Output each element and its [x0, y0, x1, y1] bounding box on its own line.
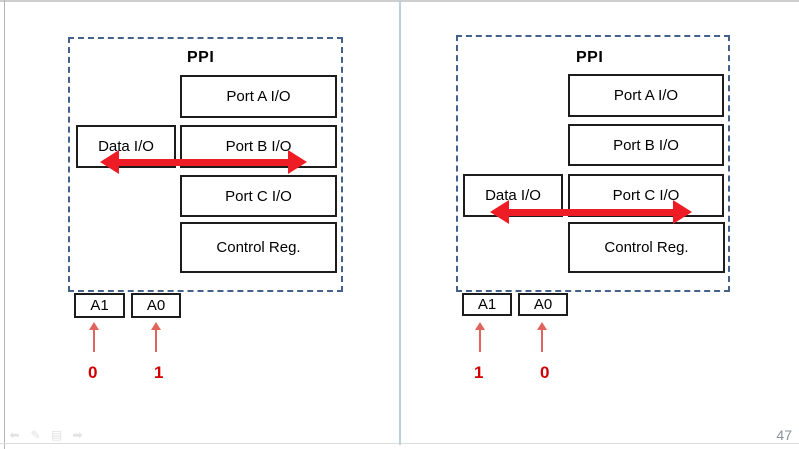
arrow-left-head [100, 150, 119, 174]
presenter-toolbar: ⬅ ✎ ▤ ➡ [8, 429, 84, 442]
arrow-tip [537, 322, 547, 330]
address-box-a1: A1 [74, 293, 125, 318]
window-left-border [4, 0, 5, 449]
control-reg-box: Control Reg. [568, 222, 725, 273]
data-transfer-arrow [100, 150, 307, 174]
arrow-right-head [673, 200, 692, 224]
arrow-stem [155, 330, 157, 352]
a1-input-arrow [475, 322, 485, 352]
previous-slide-icon[interactable]: ⬅ [9, 428, 20, 442]
slide-divider-line [399, 0, 401, 445]
arrow-left-head [490, 200, 509, 224]
address-box-a0: A0 [518, 293, 568, 316]
data-transfer-arrow [490, 200, 692, 224]
arrow-stem [479, 330, 481, 352]
a1-input-arrow [89, 322, 99, 352]
a1-bit-value: 1 [474, 363, 484, 382]
ppi-boundary-box [68, 37, 343, 292]
arrow-tip [151, 322, 161, 330]
slide-page-number: 47 [776, 427, 792, 443]
arrow-right-head [288, 150, 307, 174]
arrow-shaft [119, 158, 288, 166]
a0-bit-value: 1 [154, 363, 164, 382]
ppi-diagram-port-c: PPI Port A I/O Port B I/O Data I/O Port … [456, 35, 746, 385]
a0-input-arrow [151, 322, 161, 352]
port-b-box: Port B I/O [568, 124, 724, 166]
ppi-title: PPI [187, 49, 215, 66]
ppi-diagram-port-b: PPI Port A I/O Data I/O Port B I/O Port … [68, 35, 358, 385]
arrow-tip [89, 322, 99, 330]
address-box-a1: A1 [462, 293, 512, 316]
arrow-shaft [509, 208, 673, 216]
a0-bit-value: 0 [540, 363, 550, 382]
arrow-stem [541, 330, 543, 352]
port-a-box: Port A I/O [568, 74, 724, 117]
arrow-tip [475, 322, 485, 330]
control-reg-box: Control Reg. [180, 222, 337, 273]
port-a-box: Port A I/O [180, 75, 337, 118]
slide-menu-icon[interactable]: ▤ [50, 428, 63, 442]
a1-bit-value: 0 [88, 363, 98, 382]
next-slide-icon[interactable]: ➡ [72, 428, 83, 442]
a0-input-arrow [537, 322, 547, 352]
port-c-box: Port C I/O [180, 175, 337, 217]
ppi-boundary-box [456, 35, 730, 292]
pen-icon[interactable]: ✎ [30, 428, 41, 442]
arrow-stem [93, 330, 95, 352]
address-box-a0: A0 [131, 293, 181, 318]
ppi-title: PPI [576, 49, 604, 66]
